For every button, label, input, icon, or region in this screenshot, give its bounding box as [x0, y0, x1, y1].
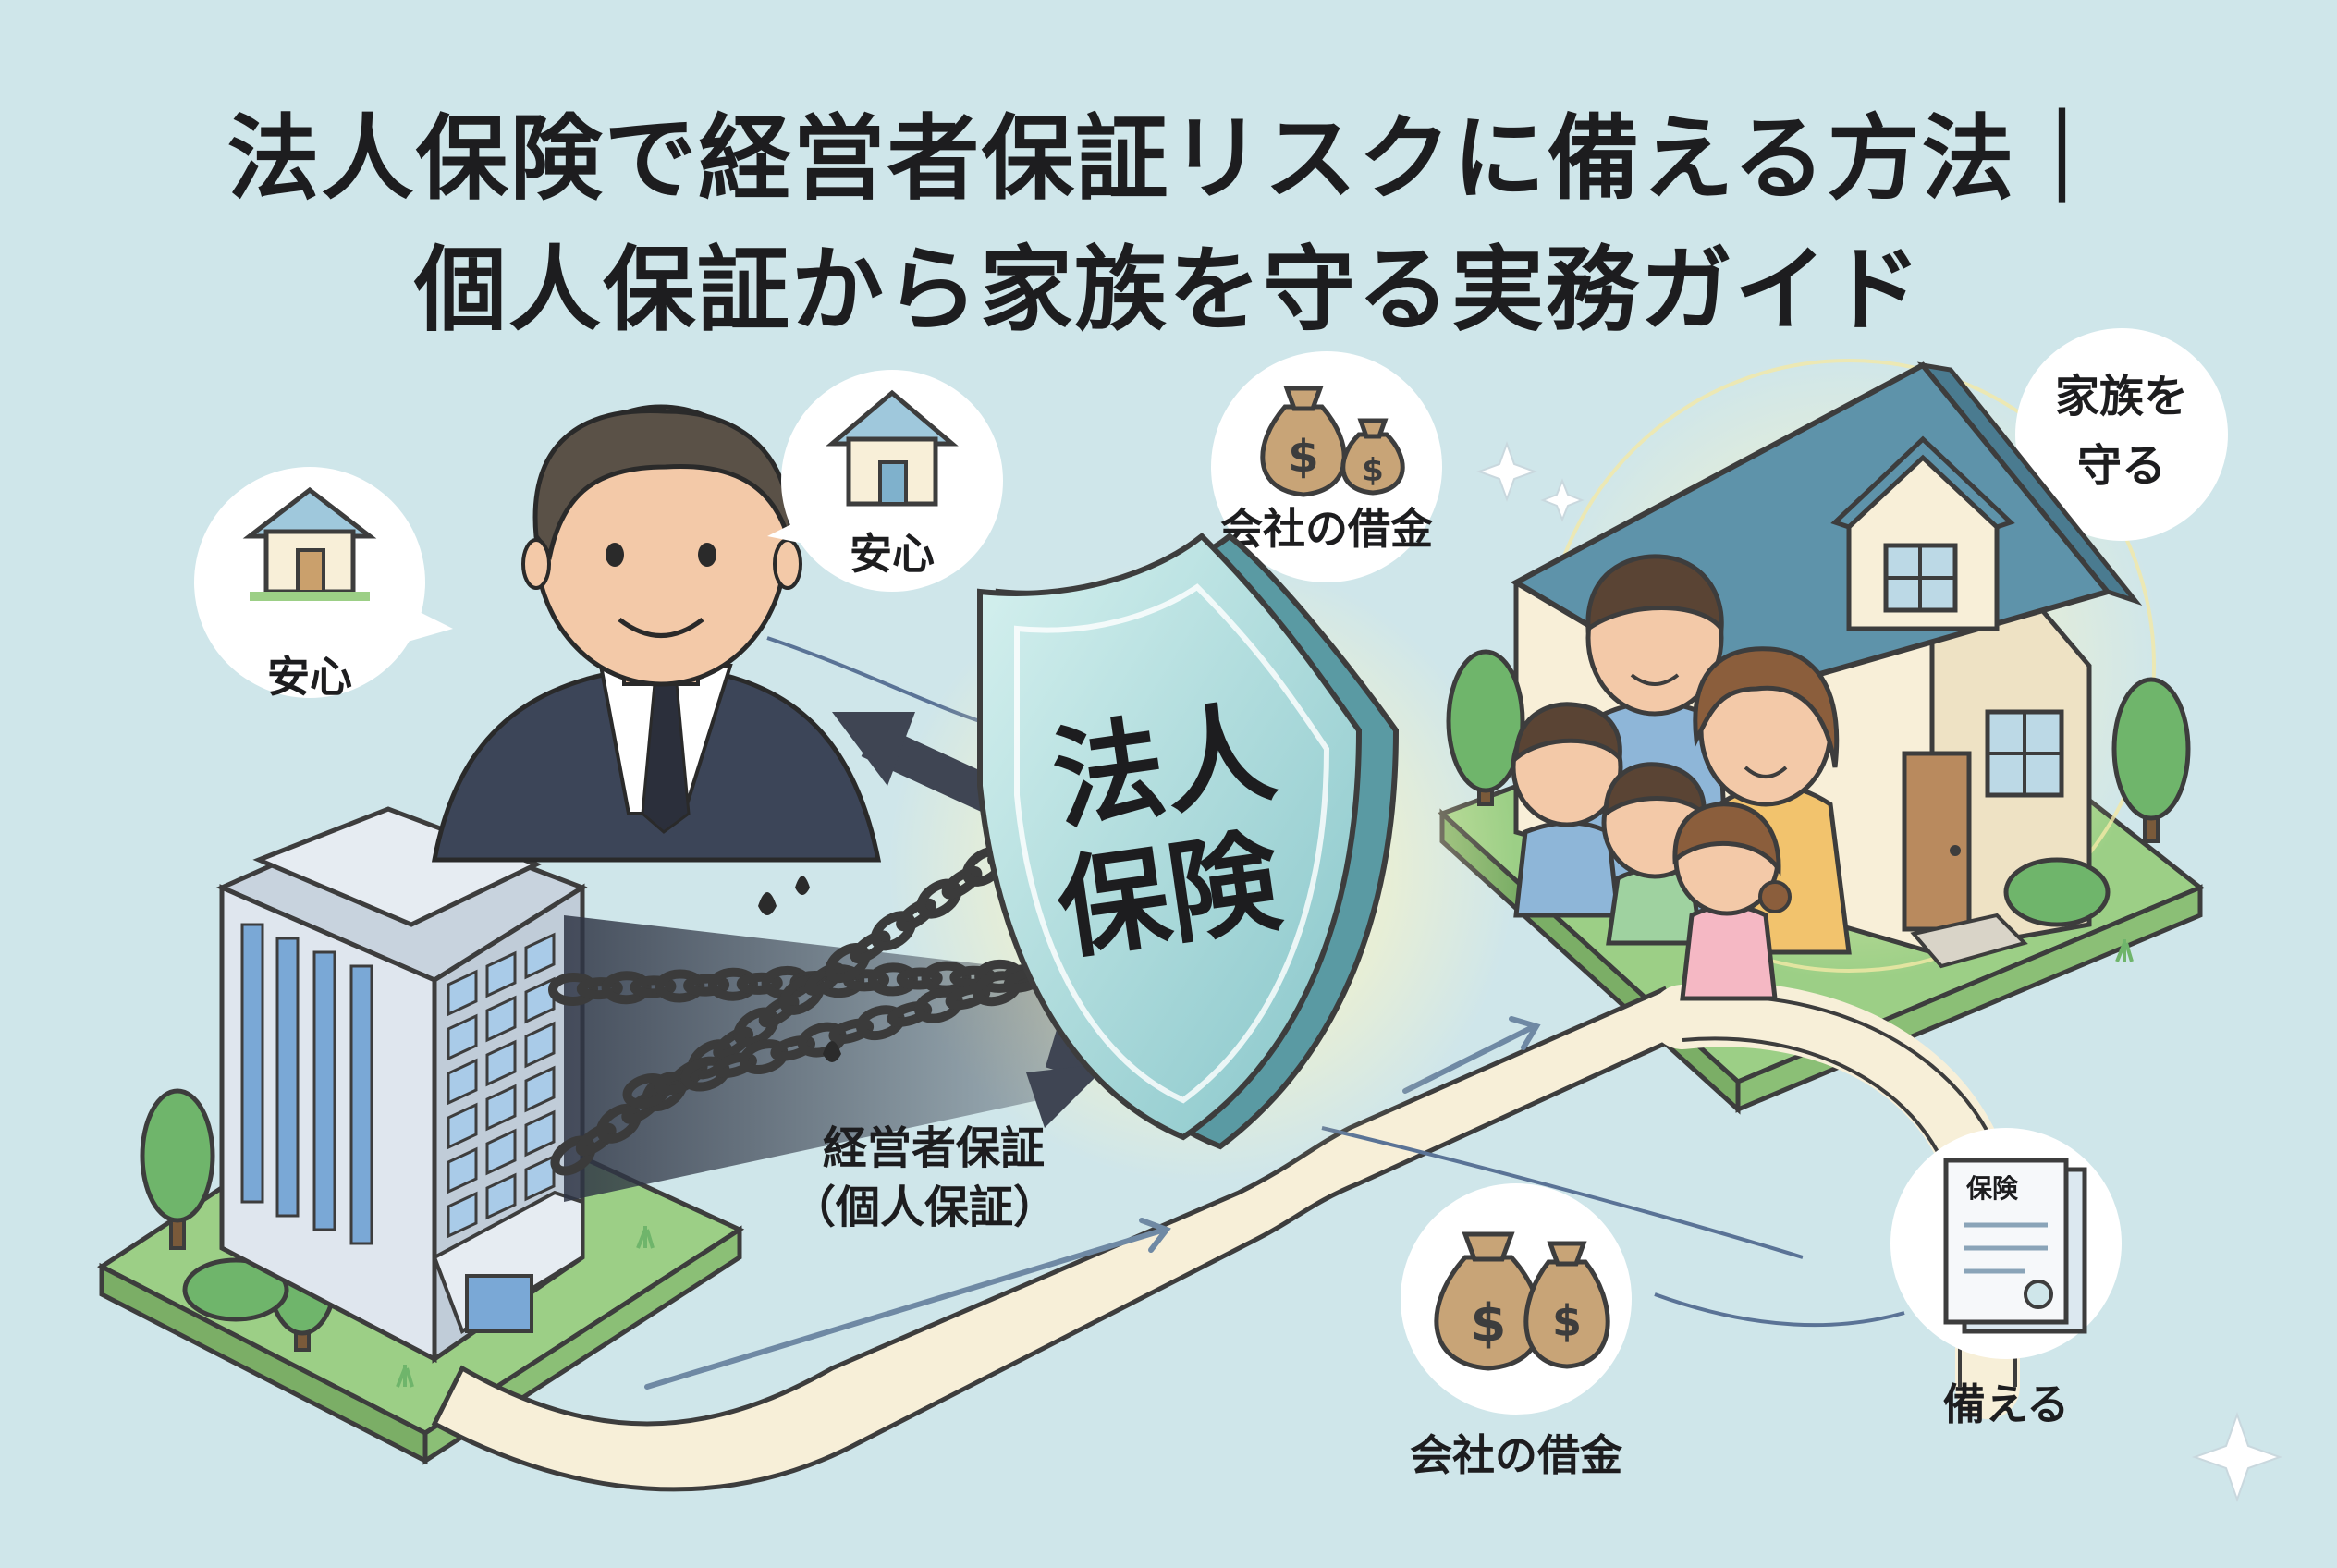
building-window: [447, 1191, 478, 1239]
chain-link: [825, 943, 871, 984]
building-window: [485, 1128, 517, 1176]
chain-link: [770, 1035, 815, 1061]
chain-link: [758, 994, 800, 1028]
chain-link: [548, 972, 598, 1007]
chain-link: [575, 1122, 617, 1157]
chain-link: [804, 962, 845, 996]
label-prepare: 備える: [1943, 1379, 2070, 1429]
building-window: [485, 1084, 517, 1132]
chain-link: [945, 984, 991, 1011]
building-window: [485, 1172, 517, 1220]
chain-link: [654, 1070, 699, 1096]
shield-label-1: 法人: [1046, 688, 1283, 846]
building-window: [447, 969, 478, 1017]
chain-link: [916, 878, 962, 919]
building-window: [485, 995, 517, 1043]
path-road: [431, 986, 1686, 1492]
chain-link: [855, 1005, 905, 1041]
chain-link: [870, 911, 916, 951]
shield-icon: 法人 保険: [977, 532, 1400, 1150]
chain-link: [896, 967, 943, 990]
chain-link: [713, 1026, 754, 1060]
building-window: [447, 1146, 478, 1194]
chain-link: [683, 974, 730, 997]
title-line-2: 個人保証から家族を守る実務ガイド: [414, 236, 1923, 344]
arrow-up: [832, 712, 997, 813]
label-anshin-left: 安心: [267, 652, 352, 702]
svg-text:$: $: [1552, 1296, 1582, 1346]
chain-link: [828, 1018, 875, 1045]
path-arrows: [644, 1016, 1541, 1390]
chain-link: [896, 898, 936, 932]
building-window: [485, 950, 517, 998]
building-window: [524, 1154, 556, 1202]
chain-link: [736, 972, 783, 995]
building-window: [524, 1109, 556, 1158]
bubble-protect-family: 家族を 守る: [2015, 328, 2228, 541]
house-icon: [242, 486, 377, 601]
trees-right: [1446, 649, 2191, 927]
sparkle-icon: [1476, 441, 2283, 1503]
bubble-debt-bottom: $ $ 会社の借金: [1401, 1183, 1632, 1480]
building-window: [447, 1013, 478, 1061]
document-tag: 保険: [1966, 1173, 2019, 1204]
bubble-anshin-left: 安心: [194, 467, 453, 702]
money-bag-icon: $ $: [1260, 386, 1405, 497]
svg-text:$: $: [1288, 431, 1318, 483]
title-line-1: 法人保険で経営者保証リスクに備える方法｜: [226, 104, 2111, 213]
label-guarantee-1: 経営者保証: [823, 1122, 1045, 1174]
chain-icon: [548, 834, 1049, 1176]
chain-link: [941, 865, 983, 900]
chain-link: [576, 977, 623, 1000]
building-window: [524, 932, 556, 980]
chain-link: [739, 1039, 789, 1075]
label-guarantee-2: （個人保証）: [791, 1182, 1058, 1233]
chain-link: [733, 1007, 779, 1047]
chain-link: [601, 971, 652, 1005]
businessman: [431, 404, 882, 863]
chain-link: [973, 971, 1022, 1007]
chain-link: [867, 962, 918, 997]
chain-link: [850, 930, 891, 964]
chain-link: [622, 1073, 672, 1109]
chain-link: [712, 1052, 757, 1079]
bubble-anshin-top: 安心: [767, 370, 1003, 592]
chain-link: [707, 967, 758, 1001]
building-window: [447, 1058, 478, 1106]
label-anshin-top: 安心: [850, 529, 935, 579]
svg-text:$: $: [1362, 452, 1384, 489]
label-guarantee: 経営者保証 （個人保証）: [791, 1122, 1058, 1233]
bubble-debt-top: $ $ 会社の借金: [1211, 351, 1442, 582]
building-window: [524, 1065, 556, 1113]
chain-link: [913, 987, 963, 1023]
label-protect-family-2: 守る: [2077, 440, 2166, 492]
office-building: [215, 806, 588, 1364]
building-window: [485, 1039, 517, 1087]
shield-label-2: 保険: [1050, 817, 1289, 975]
chain-link: [630, 975, 677, 998]
label-debt-top: 会社の借金: [1220, 504, 1434, 554]
chain-link: [550, 1135, 596, 1176]
label-protect-family-1: 家族を: [2055, 371, 2188, 423]
chain-link: [655, 969, 705, 1003]
chain-link: [887, 1001, 933, 1027]
family: [1511, 554, 1852, 1001]
building-window: [447, 1102, 478, 1150]
bubble-document: 保険 備える: [1890, 1128, 2122, 1429]
money-bag-icon: $ $: [1434, 1231, 1610, 1371]
house-icon: [826, 389, 959, 507]
label-debt-bottom: 会社の借金: [1410, 1430, 1623, 1480]
document-icon: 保険: [1943, 1158, 2087, 1334]
chain-link: [778, 974, 825, 1015]
chain-link: [595, 1103, 642, 1144]
building-window: [524, 1021, 556, 1069]
building-window: [524, 976, 556, 1024]
svg-text:$: $: [1471, 1293, 1507, 1354]
chain-link: [680, 1056, 730, 1092]
